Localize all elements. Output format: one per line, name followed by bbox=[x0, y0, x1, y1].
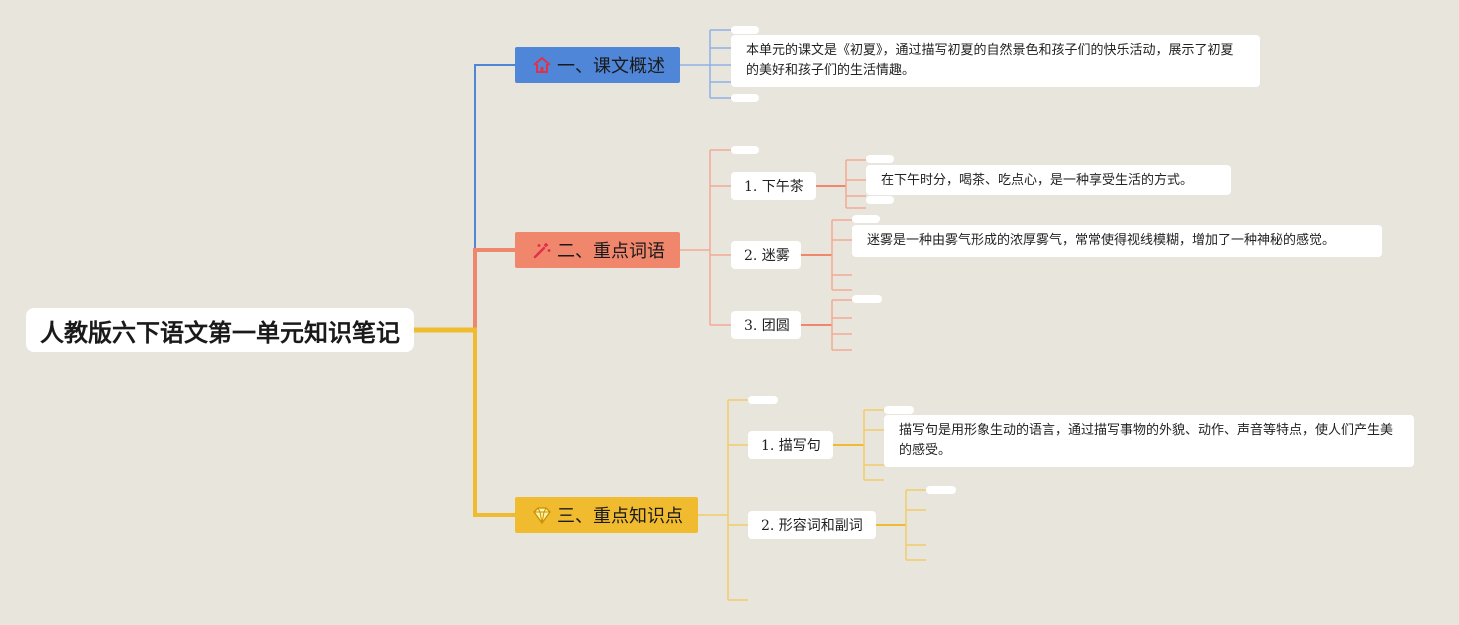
empty-topic[interactable] bbox=[731, 26, 759, 34]
connector-branch1-children bbox=[680, 29, 731, 99]
connector-root-branch1 bbox=[414, 64, 515, 331]
branch-label: 一、课文概述 bbox=[557, 56, 665, 77]
subtopic-reunion[interactable]: 3. 团圆 bbox=[731, 311, 801, 339]
branch-label: 二、重点词语 bbox=[557, 241, 665, 262]
empty-topic[interactable] bbox=[926, 486, 956, 494]
branch-key-words[interactable]: 二、重点词语 bbox=[515, 232, 680, 268]
magic-wand-icon bbox=[531, 239, 553, 261]
branch-label: 三、重点知识点 bbox=[557, 506, 683, 527]
connector-root-branch2 bbox=[414, 248, 515, 332]
connector-branch2-children bbox=[680, 149, 731, 326]
note-lesson-overview[interactable]: 本单元的课文是《初夏》，通过描写初夏的自然景色和孩子们的快乐活动，展示了初夏的美… bbox=[731, 35, 1260, 87]
subtopic-adjectives-adverbs[interactable]: 2. 形容词和副词 bbox=[748, 511, 876, 539]
branch-key-points[interactable]: 三、重点知识点 bbox=[515, 497, 698, 533]
subtopic-afternoon-tea[interactable]: 1. 下午茶 bbox=[731, 172, 816, 200]
empty-topic[interactable] bbox=[731, 146, 759, 154]
empty-topic[interactable] bbox=[731, 94, 759, 102]
empty-topic[interactable] bbox=[866, 196, 894, 204]
subtopic-mist[interactable]: 2. 迷雾 bbox=[731, 241, 801, 269]
note-mist[interactable]: 迷雾是一种由雾气形成的浓厚雾气，常常使得视线模糊，增加了一种神秘的感觉。 bbox=[852, 225, 1382, 257]
subtopic-descriptive-sentence[interactable]: 1. 描写句 bbox=[748, 431, 833, 459]
diamond-icon bbox=[531, 504, 553, 526]
empty-topic[interactable] bbox=[852, 215, 880, 223]
connector-branch3-children bbox=[698, 399, 748, 601]
empty-topic[interactable] bbox=[852, 295, 882, 303]
connector-root-branch3 bbox=[414, 328, 515, 517]
note-descriptive-sentence[interactable]: 描写句是用形象生动的语言，通过描写事物的外貌、动作、声音等特点，使人们产生美的感… bbox=[884, 415, 1414, 467]
home-icon bbox=[531, 54, 553, 76]
root-topic[interactable]: 人教版六下语文第一单元知识笔记 bbox=[26, 308, 414, 352]
root-title: 人教版六下语文第一单元知识笔记 bbox=[40, 318, 400, 347]
note-afternoon-tea[interactable]: 在下午时分，喝茶、吃点心，是一种享受生活的方式。 bbox=[866, 165, 1231, 195]
empty-topic[interactable] bbox=[866, 155, 894, 163]
empty-topic[interactable] bbox=[884, 406, 914, 414]
branch-lesson-overview[interactable]: 一、课文概述 bbox=[515, 47, 680, 83]
empty-topic[interactable] bbox=[748, 396, 778, 404]
